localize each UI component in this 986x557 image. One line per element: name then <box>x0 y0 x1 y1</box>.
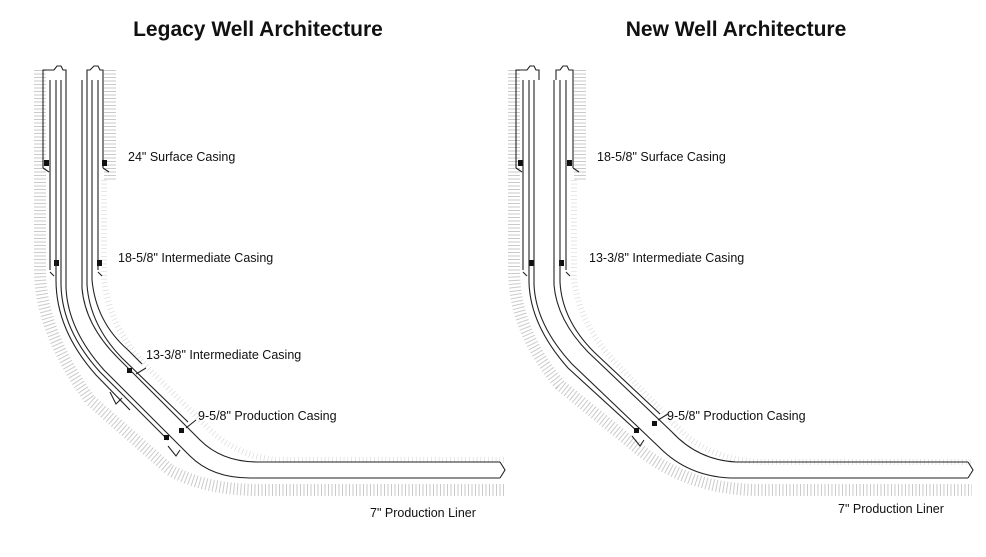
legacy-wellhead-left <box>42 65 67 80</box>
legacy-wellhead-right <box>86 65 104 80</box>
new-prod-shoe-right <box>652 421 657 426</box>
legacy-title: Legacy Well Architecture <box>133 18 383 41</box>
legacy-label-int1: 18-5/8" Intermediate Casing <box>118 251 273 265</box>
new-prod-inner <box>559 80 661 415</box>
new-liner-toe <box>967 461 974 479</box>
new-label-prod: 9-5/8" Production Casing <box>667 409 806 423</box>
new-int-shoe-left <box>529 260 534 266</box>
legacy-prod-shoe-right <box>179 428 184 433</box>
legacy-surface-shoe-right <box>102 160 107 166</box>
new-liner-inner <box>553 80 968 463</box>
new-prod-outer <box>528 80 639 433</box>
legacy-liner-inner <box>81 80 500 463</box>
legacy-surface-shoe-left <box>44 160 49 166</box>
new-surface-shoe-left <box>518 160 523 166</box>
legacy-int1-shoe-marks <box>49 271 103 277</box>
new-panel: New Well Architecture 18-5/8" Surface Ca… <box>508 18 974 516</box>
legacy-label-liner: 7" Production Liner <box>370 506 476 520</box>
legacy-liner-outer <box>65 80 500 479</box>
new-label-int: 13-3/8" Intermediate Casing <box>589 251 744 265</box>
legacy-int2-shoe-marks <box>109 367 147 405</box>
new-wellhead-right <box>555 65 574 80</box>
new-label-surface: 18-5/8" Surface Casing <box>597 150 726 164</box>
new-prod-shoe-marks <box>631 413 669 447</box>
new-int-shoe-right <box>559 260 564 266</box>
legacy-int2-inner <box>91 80 143 365</box>
legacy-label-surface: 24" Surface Casing <box>128 150 235 164</box>
new-prod-shoe-left <box>634 428 639 433</box>
legacy-label-int2: 13-3/8" Intermediate Casing <box>146 348 301 362</box>
new-surface-shoe-marks <box>515 167 580 173</box>
new-wellhead-left <box>515 65 540 80</box>
legacy-surface-shoe-marks <box>42 167 110 173</box>
new-rock-outer <box>508 70 972 496</box>
legacy-int1-shoe-right <box>97 260 102 266</box>
new-label-liner: 7" Production Liner <box>838 502 944 516</box>
legacy-panel: Legacy Well Architecture <box>34 18 506 520</box>
legacy-rock-outer <box>34 70 505 496</box>
legacy-liner-toe <box>499 461 506 479</box>
new-surface-shoe-right <box>567 160 572 166</box>
legacy-int2-outer <box>55 80 131 411</box>
legacy-prod-casing-outer <box>60 80 169 441</box>
legacy-prod-shoe-marks <box>167 419 197 457</box>
legacy-prod-shoe-left <box>164 435 169 440</box>
new-liner-outer <box>533 80 968 479</box>
new-int-shoe-marks <box>522 271 571 277</box>
legacy-int2-shoe <box>127 368 132 373</box>
new-title: New Well Architecture <box>626 18 847 41</box>
legacy-label-prod: 9-5/8" Production Casing <box>198 409 337 423</box>
legacy-prod-casing-inner <box>86 80 189 423</box>
